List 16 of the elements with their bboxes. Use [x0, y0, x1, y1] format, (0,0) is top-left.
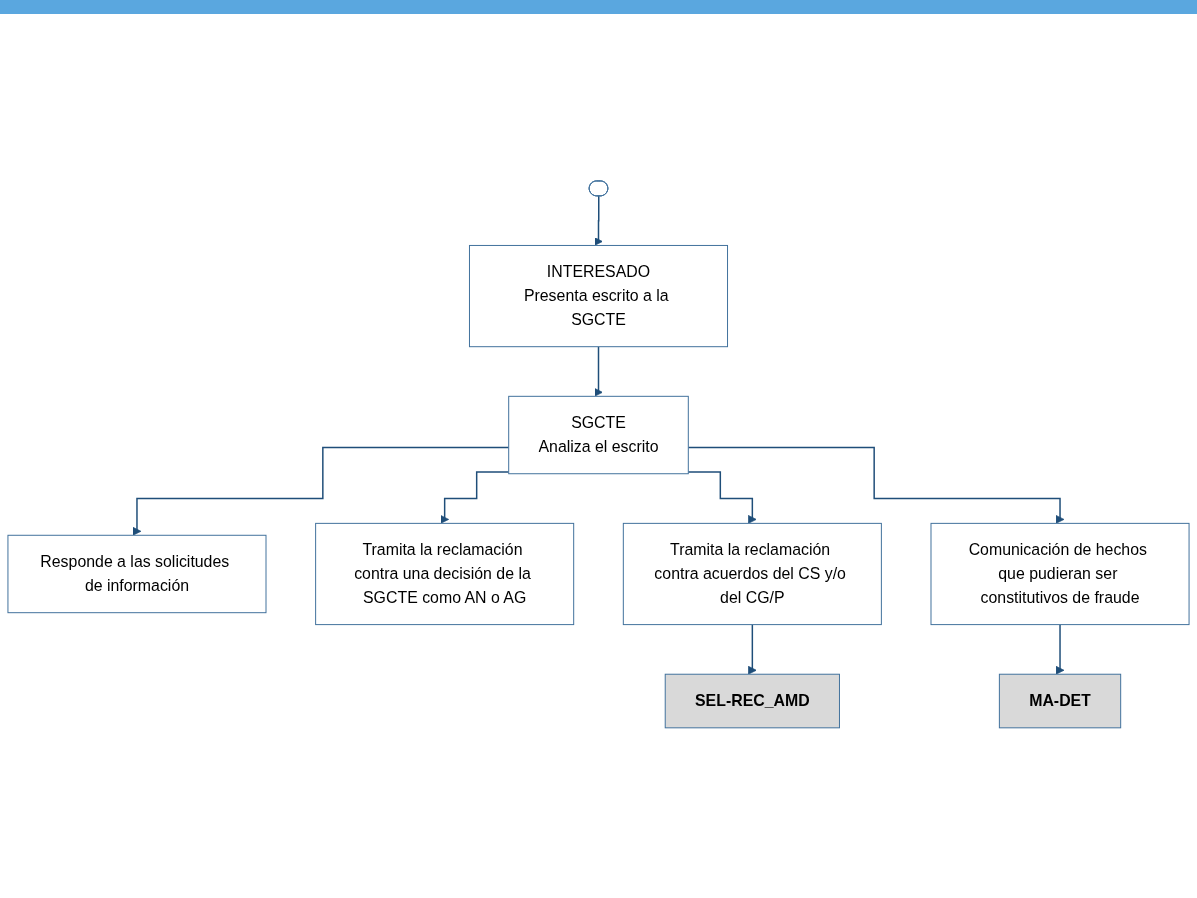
arrow — [594, 345, 603, 397]
arrow — [440, 470, 510, 524]
arrow — [687, 470, 757, 524]
node-box: Tramita la reclamación contra una decisión de la SGCTE como AN o AG — [315, 522, 575, 625]
arrow — [687, 446, 1065, 524]
node-box: SEL-REC_AMD — [664, 673, 840, 728]
node-box: MA-DET — [998, 673, 1122, 728]
node-box: Tramita la reclamación contra acuerdos del CS y/o del CG/P — [622, 522, 882, 625]
node-box: SGCTE Analiza el escrito — [508, 395, 689, 474]
node-box: Responde a las solicitudes de información — [7, 534, 267, 613]
arrow — [1055, 623, 1065, 675]
node-box: INTERESADO Presenta escrito a la SGCTE — [468, 244, 729, 347]
arrow — [748, 623, 757, 675]
arrow — [132, 446, 510, 536]
node-box: Comunicación de hechos que pudieran ser constitutivos de fraude — [930, 522, 1190, 625]
arrow — [594, 195, 603, 246]
